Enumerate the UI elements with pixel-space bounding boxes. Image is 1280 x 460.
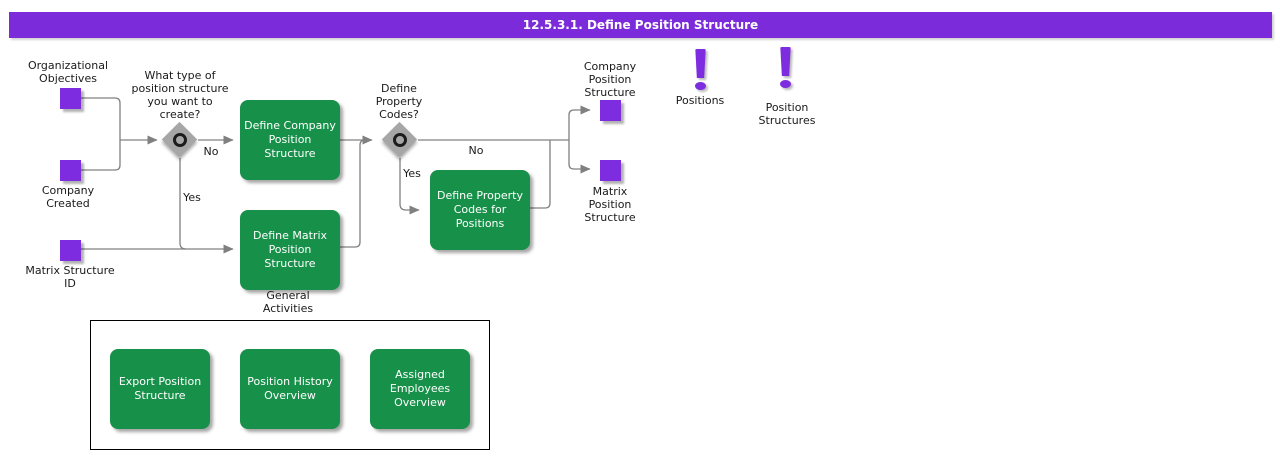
exclamation-dot	[780, 80, 791, 88]
diagram-title-bar: 12.5.3.1. Define Position Structure	[9, 12, 1272, 38]
decision2-ring-icon	[393, 133, 407, 147]
edge-property-to-trunk	[530, 140, 551, 209]
edge-matrix-to-decision2	[340, 139, 366, 248]
company-created-event[interactable]	[60, 160, 81, 181]
export-position-task[interactable]: Export Position Structure	[110, 349, 210, 429]
decision1-ring-icon	[173, 133, 187, 147]
exclamation-bar	[780, 47, 791, 76]
matrix-structure-id-label: Matrix Structure ID	[25, 264, 115, 290]
decision2-question-label: Define Property Codes?	[375, 82, 423, 121]
org-objectives-event[interactable]	[60, 88, 81, 109]
assigned-employees-task[interactable]: Assigned Employees Overview	[370, 349, 470, 429]
positions-label: Positions	[675, 94, 725, 107]
define-company-task[interactable]: Define Company Position Structure	[240, 100, 340, 180]
edge-decision2-yes	[399, 158, 420, 215]
org-objectives-label: Organizational Objectives	[27, 59, 109, 85]
decision1-yes-label: Yes	[183, 191, 201, 204]
decision1-no-label: No	[203, 145, 219, 158]
define-matrix-task[interactable]: Define Matrix Position Structure	[240, 210, 340, 290]
edge-org-to-merge	[81, 97, 121, 140]
define-property-task[interactable]: Define Property Codes for Positions	[430, 170, 530, 250]
edge-created-to-merge	[81, 140, 121, 171]
decision2-no-label: No	[468, 144, 484, 157]
decision1-question-label: What type of position structure you want…	[131, 69, 229, 121]
matrix-position-structure-label: Matrix Position Structure	[584, 185, 636, 224]
exclamation-dot	[695, 82, 706, 90]
company-position-structure-event[interactable]	[600, 100, 621, 121]
position-history-task[interactable]: Position History Overview	[240, 349, 340, 429]
positions-exclamation-icon[interactable]	[694, 49, 707, 90]
edge-trunk-down	[568, 140, 591, 174]
edge-trunk-up	[568, 105, 591, 140]
matrix-structure-id-event[interactable]	[60, 240, 81, 261]
diagram-title: 12.5.3.1. Define Position Structure	[522, 18, 759, 32]
matrix-position-structure-event[interactable]	[600, 160, 621, 181]
decision2-yes-label: Yes	[403, 167, 421, 180]
exclamation-bar	[695, 49, 706, 78]
company-position-structure-label: Company Position Structure	[583, 60, 637, 99]
position-structures-label: Position Structures	[758, 101, 816, 127]
company-created-label: Company Created	[41, 184, 95, 210]
position-structures-exclamation-icon[interactable]	[779, 47, 792, 88]
general-activities-label: General Activities	[262, 289, 314, 315]
